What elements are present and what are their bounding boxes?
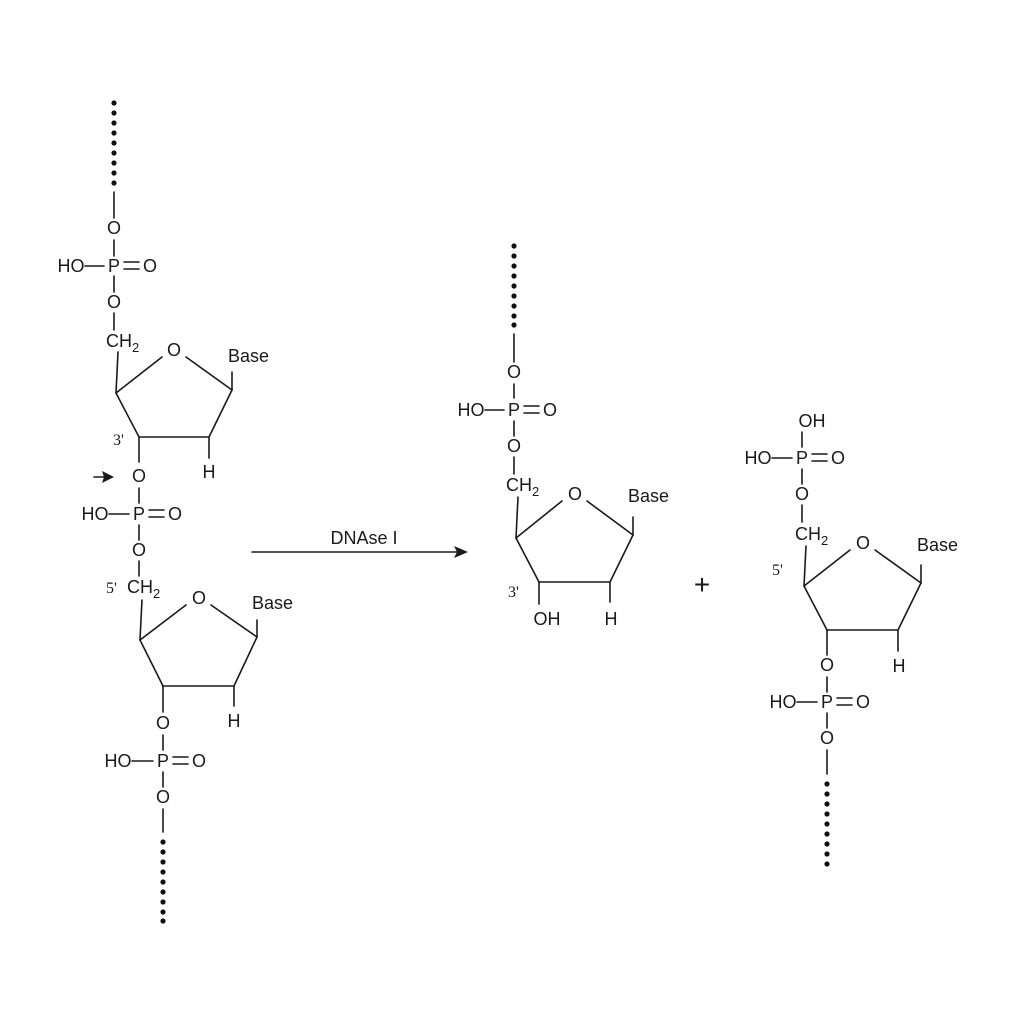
enzyme-label: DNAse I (330, 528, 397, 548)
oxygen-atom: O (143, 256, 157, 276)
ring-oxygen-atom: O (568, 484, 582, 504)
phosphorus-atom: P (157, 751, 169, 771)
product-3-prime-hydroxyl: O HO P O O CH2 O Base H 3' (458, 243, 669, 629)
hydrogen-atom: H (605, 609, 618, 629)
hydroxyl-label: HO (105, 751, 132, 771)
hydroxyl-label: HO (458, 400, 485, 420)
phosphate-group: O HO P O O (105, 713, 207, 807)
base-label: Base (228, 346, 269, 366)
phosphate-group: O HO P O O (58, 218, 158, 312)
oxygen-atom: O (132, 466, 146, 486)
hydroxyl-label: OH (799, 411, 826, 431)
plus-sign: + (694, 569, 710, 600)
hydroxyl-label: HO (745, 448, 772, 468)
three-prime-label: 3' (508, 584, 519, 601)
base-label: Base (917, 535, 958, 555)
ch2-label: CH2 (127, 577, 160, 601)
oxygen-atom: O (168, 504, 182, 524)
phosphorus-atom: P (796, 448, 808, 468)
oxygen-atom: O (507, 436, 521, 456)
ring-oxygen-atom: O (856, 533, 870, 553)
chain-dots-top (511, 243, 517, 328)
deoxyribose-ring: 5' CH2 O Base H (106, 577, 293, 731)
arrow-head (454, 546, 468, 558)
oxygen-atom: O (132, 540, 146, 560)
ch2-label: CH2 (506, 475, 539, 499)
oxygen-atom: O (856, 692, 870, 712)
five-prime-label: 5' (772, 562, 783, 579)
deoxyribose-ring: CH2 O Base H 3' OH (506, 475, 669, 629)
oxygen-atom: O (543, 400, 557, 420)
hydroxyl-3-prime: OH (534, 609, 561, 629)
base-label: Base (252, 593, 293, 613)
phosphodiester-linkage: O HO P O O (82, 466, 183, 560)
oxygen-atom: O (156, 713, 170, 733)
hydroxyl-label: HO (58, 256, 85, 276)
hydroxyl-label: HO (770, 692, 797, 712)
phosphate-group: O HO P O O (770, 655, 871, 748)
oxygen-atom: O (795, 484, 809, 504)
chain-dots-top (111, 100, 117, 186)
phosphate-group: O HO P O O (458, 362, 558, 456)
oxygen-atom: O (156, 787, 170, 807)
chain-dots-bottom (160, 839, 166, 924)
ring-oxygen-atom: O (167, 340, 181, 360)
product-5-prime-phosphate: OH HO P O O CH2 5' O Base H (745, 411, 958, 867)
reaction-arrow: DNAse I (251, 528, 468, 558)
cleavage-site-arrow (93, 471, 114, 483)
three-prime-label: 3' (113, 432, 124, 449)
deoxyribose-ring: CH2 5' O Base H (772, 524, 958, 676)
chain-dots-bottom (824, 781, 830, 867)
substrate-dna-strand: O HO P O O CH2 O Base H 3' (58, 100, 293, 924)
oxygen-atom: O (820, 728, 834, 748)
phosphate-group: OH HO P O O (745, 411, 846, 504)
oxygen-atom: O (831, 448, 845, 468)
ch2-label: CH2 (106, 331, 139, 355)
phosphorus-atom: P (133, 504, 145, 524)
hydrogen-atom: H (203, 462, 216, 482)
phosphorus-atom: P (508, 400, 520, 420)
hydrogen-atom: H (228, 711, 241, 731)
oxygen-atom: O (192, 751, 206, 771)
oxygen-atom: O (107, 292, 121, 312)
phosphorus-atom: P (821, 692, 833, 712)
oxygen-atom: O (107, 218, 121, 238)
phosphorus-atom: P (108, 256, 120, 276)
oxygen-atom: O (507, 362, 521, 382)
base-label: Base (628, 486, 669, 506)
ring-oxygen-atom: O (192, 588, 206, 608)
oxygen-atom: O (820, 655, 834, 675)
hydroxyl-label: HO (82, 504, 109, 524)
ch2-label: CH2 (795, 524, 828, 548)
five-prime-label: 5' (106, 580, 117, 597)
hydrogen-atom: H (893, 656, 906, 676)
deoxyribose-ring: CH2 O Base H 3' (106, 331, 269, 482)
